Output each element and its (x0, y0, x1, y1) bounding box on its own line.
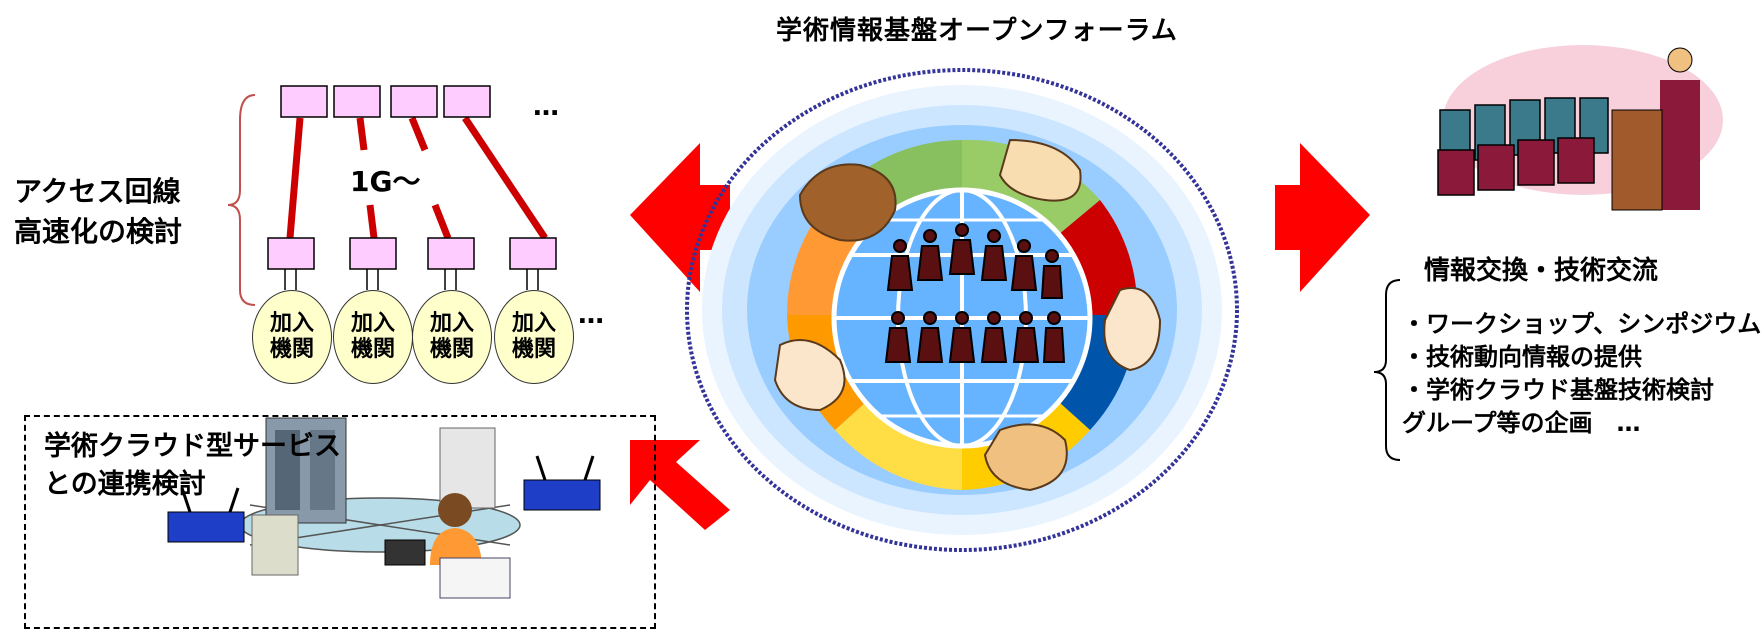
lower-node (427, 237, 475, 270)
cloud-label-line1: 学術クラウド型サービス (44, 431, 341, 462)
info-exchange-list: ・ワークショップ、シンポジウム ・技術動向情報の提供 ・学術クラウド基盤技術検討… (1402, 308, 1761, 440)
member-org: 加入 機関 (252, 290, 332, 384)
upper-nodes (280, 85, 491, 118)
cloud-service-label: 学術クラウド型サービス との連携検討 (44, 428, 341, 504)
upper-node (280, 85, 328, 118)
info-item: ・技術動向情報の提供 (1402, 343, 1642, 371)
lower-ellipsis: … (578, 300, 604, 330)
upper-ellipsis: … (533, 92, 559, 122)
cloud-service-box (24, 415, 656, 629)
member-org: 加入 機関 (494, 290, 574, 384)
upper-node (390, 85, 438, 118)
upper-node (443, 85, 491, 118)
member-org: 加入 機関 (412, 290, 492, 384)
arrow-right-icon (1275, 143, 1370, 292)
info-item: ・ワークショップ、シンポジウム (1402, 310, 1762, 338)
access-label-line2: 高速化の検討 (14, 215, 183, 248)
user-icon (430, 493, 482, 565)
network-links (286, 116, 548, 240)
laptop-icon (384, 539, 426, 566)
router-left-icon (167, 487, 245, 543)
access-brace (227, 94, 256, 306)
access-label-line1: アクセス回線 (14, 175, 181, 208)
lower-node (349, 237, 397, 270)
info-brace (1373, 279, 1401, 461)
people-circle-icon (884, 223, 1066, 363)
member-org: 加入 機関 (333, 290, 413, 384)
info-exchange-title: 情報交換・技術交流 (1424, 256, 1659, 286)
arrow-left-icon (630, 143, 730, 292)
cloud-network-illustration (167, 417, 601, 599)
speed-label: 1G～ (350, 165, 421, 198)
lower-node (267, 237, 315, 270)
cloud-label-line2: との連携検討 (44, 469, 206, 500)
lower-node (509, 237, 557, 270)
server-small-icon (251, 514, 299, 576)
hands-icon (773, 138, 1162, 492)
audience-illustration (1437, 45, 1723, 211)
card-icon (439, 557, 511, 599)
info-item: ・学術クラウド基盤技術検討 (1402, 376, 1714, 404)
diagram-title: 学術情報基盤オープンフォーラム (776, 16, 1178, 46)
org-connectors (284, 269, 539, 290)
router-right-icon (523, 455, 601, 511)
upper-node (333, 85, 381, 118)
forum-ring (685, 68, 1239, 552)
access-line-label: アクセス回線 高速化の検討 (14, 172, 182, 252)
lower-nodes (267, 237, 557, 270)
info-item: グループ等の企画 … (1402, 409, 1641, 437)
